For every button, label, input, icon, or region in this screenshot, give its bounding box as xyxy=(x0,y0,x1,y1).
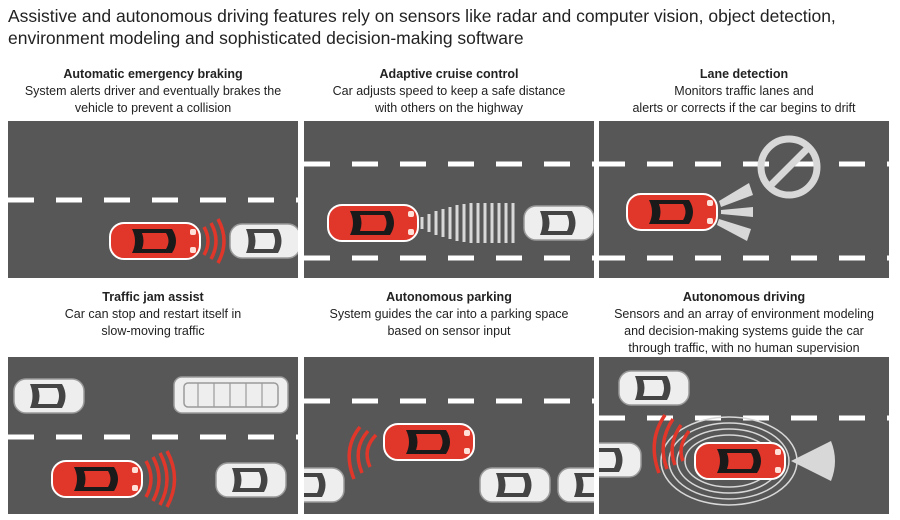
red-car-icon xyxy=(626,193,718,231)
radar-wave-icon xyxy=(652,414,691,474)
feature-title: Lane detection xyxy=(699,67,789,81)
caption-autonomous-driving: Autonomous driving Sensors and an array … xyxy=(599,289,889,357)
radar-wave-icon xyxy=(202,218,226,264)
feature-title: Autonomous driving xyxy=(682,290,806,304)
headline: Assistive and autonomous driving feature… xyxy=(8,6,836,48)
red-car-icon xyxy=(51,460,143,498)
white-car-icon xyxy=(13,378,85,414)
white-car-icon xyxy=(523,205,594,241)
feature-description: System alerts driver and eventually brak… xyxy=(24,84,282,115)
lane-markings xyxy=(304,161,594,261)
lane-markings xyxy=(599,161,889,261)
white-car-icon xyxy=(229,223,298,259)
feature-title: Adaptive cruise control xyxy=(379,67,519,81)
white-car-icon xyxy=(304,467,345,503)
feature-description: System guides the car into a parking spa… xyxy=(329,307,569,338)
feature-description: Car adjusts speed to keep a safe distanc… xyxy=(332,84,566,115)
no-entry-sign-icon xyxy=(757,135,821,199)
feature-title: Automatic emergency braking xyxy=(63,67,243,81)
white-car-icon xyxy=(618,370,690,406)
caption-adaptive-cruise: Adaptive cruise control Car adjusts spee… xyxy=(304,66,594,117)
feature-description: Car can stop and restart itself in slow-… xyxy=(64,307,242,338)
caption-lane-detection: Lane detection Monitors traffic lanes an… xyxy=(599,66,889,117)
panel-adaptive-cruise xyxy=(304,121,594,278)
radar-wave-icon xyxy=(791,441,835,481)
feature-description: Monitors traffic lanes and alerts or cor… xyxy=(632,84,856,115)
radar-wave-icon xyxy=(420,203,515,243)
radar-wave-icon xyxy=(717,183,753,241)
panel-autonomous-driving xyxy=(599,357,889,514)
radar-wave-icon xyxy=(144,450,177,508)
radar-wave-icon xyxy=(347,425,378,480)
white-car-icon xyxy=(557,467,594,503)
red-car-icon xyxy=(383,423,475,461)
caption-autonomous-parking: Autonomous parking System guides the car… xyxy=(304,289,594,340)
red-car-icon xyxy=(694,442,786,480)
feature-title: Traffic jam assist xyxy=(102,290,204,304)
bus-icon xyxy=(173,376,289,414)
white-car-icon xyxy=(599,442,642,478)
panel-traffic-jam xyxy=(8,357,298,514)
red-car-icon xyxy=(327,204,419,242)
caption-traffic-jam: Traffic jam assist Car can stop and rest… xyxy=(8,289,298,340)
panel-emergency-braking xyxy=(8,121,298,278)
white-car-icon xyxy=(215,462,287,498)
panel-lane-detection xyxy=(599,121,889,278)
white-car-icon xyxy=(479,467,551,503)
feature-description: Sensors and an array of environment mode… xyxy=(614,307,874,355)
panel-autonomous-parking xyxy=(304,357,594,514)
feature-title: Autonomous parking xyxy=(386,290,512,304)
caption-emergency-braking: Automatic emergency braking System alert… xyxy=(8,66,298,117)
red-car-icon xyxy=(109,222,201,260)
